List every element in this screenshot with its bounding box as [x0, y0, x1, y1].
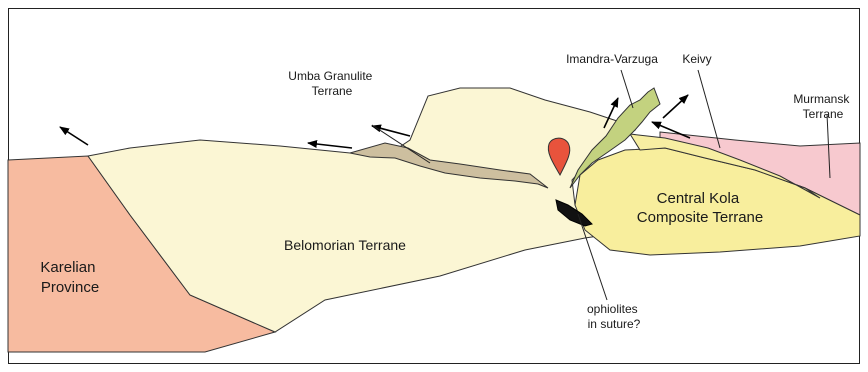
- label-keivy: Keivy: [682, 52, 711, 66]
- label-belomorian-terrane: Belomorian Terrane: [284, 237, 406, 253]
- label-ophiolites: ophiolites in suture?: [587, 302, 641, 331]
- label-imandra-varzuga: Imandra-Varzuga: [566, 52, 658, 66]
